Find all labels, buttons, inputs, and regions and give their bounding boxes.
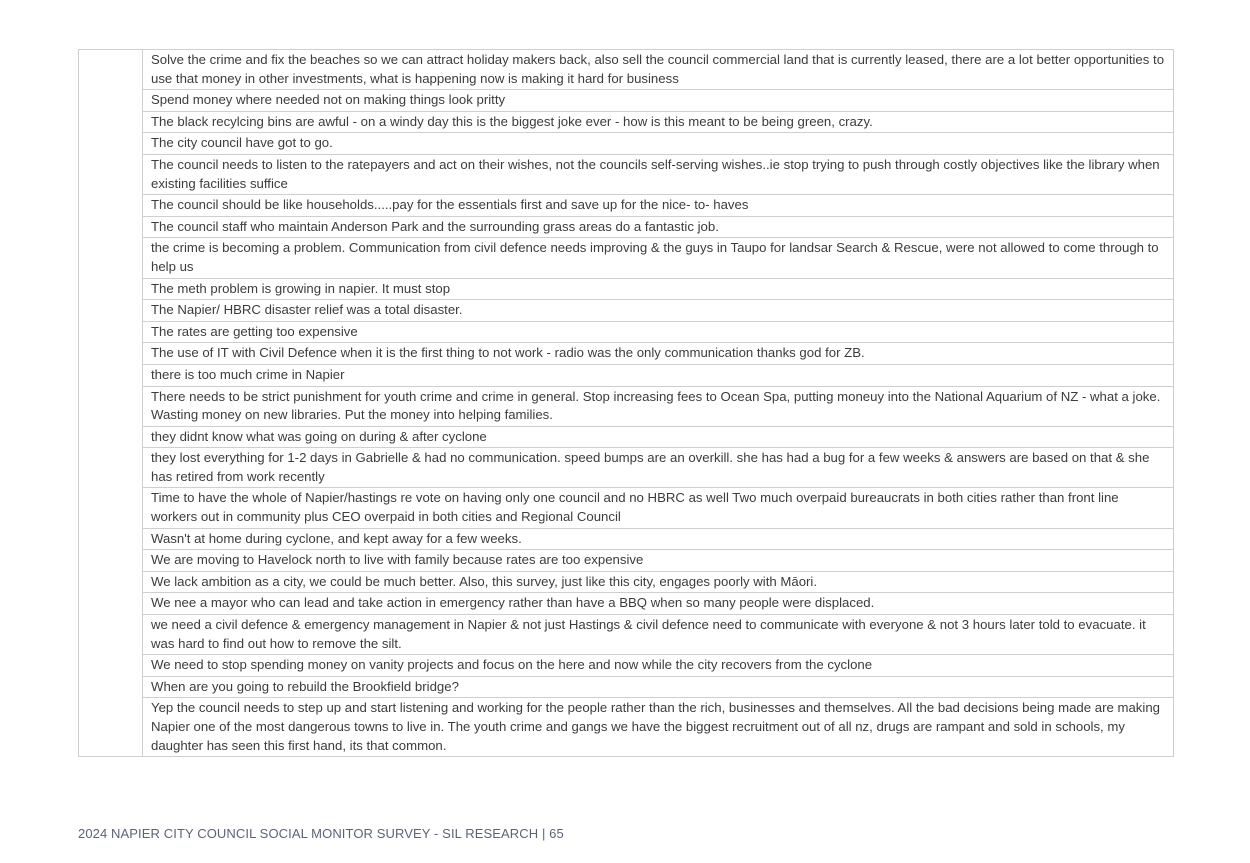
table-row: Solve the crime and fix the beaches so w… xyxy=(78,48,1174,758)
table-row: The council staff who maintain Anderson … xyxy=(79,215,1174,239)
comment-cell: We need to stop spending money on vanity… xyxy=(142,654,1174,677)
table-row: There needs to be strict punishment for … xyxy=(79,385,1174,427)
comment-cell: Time to have the whole of Napier/hasting… xyxy=(142,487,1174,529)
table-row: the crime is becoming a problem. Communi… xyxy=(79,237,1174,279)
table-row: Spend money where needed not on making t… xyxy=(79,89,1174,112)
table-row: The council needs to listen to the ratep… xyxy=(79,153,1174,196)
comment-cell: The council needs to listen to the ratep… xyxy=(142,153,1174,196)
table-row: The Napier/ HBRC disaster relief was a t… xyxy=(79,299,1174,322)
comment-cell: The council should be like households...… xyxy=(142,194,1174,217)
table-row: The black recylcing bins are awful - on … xyxy=(79,110,1174,134)
table-row: We need to stop spending money on vanity… xyxy=(79,654,1174,677)
comment-cell: The city council have got to go. xyxy=(142,132,1174,155)
comment-cell: we need a civil defence & emergency mana… xyxy=(142,614,1174,656)
row-label-cell xyxy=(78,48,143,758)
comment-cell: the crime is becoming a problem. Communi… xyxy=(142,237,1174,279)
comment-cell: Wasn't at home during cyclone, and kept … xyxy=(142,527,1174,551)
comment-cell: Solve the crime and fix the beaches so w… xyxy=(142,48,1174,91)
table-row: Time to have the whole of Napier/hasting… xyxy=(79,487,1174,529)
page-footer: 2024 NAPIER CITY COUNCIL SOCIAL MONITOR … xyxy=(78,826,564,841)
comment-cell: The meth problem is growing in napier. I… xyxy=(142,277,1174,301)
comments-table-body: Solve the crime and fix the beaches so w… xyxy=(78,48,1174,758)
table-row: they didnt know what was going on during… xyxy=(79,425,1174,449)
comment-cell: Yep the council needs to step up and sta… xyxy=(142,697,1174,758)
table-row: The rates are getting too expensive xyxy=(79,320,1174,344)
comment-cell: The council staff who maintain Anderson … xyxy=(142,215,1174,239)
table-row: we need a civil defence & emergency mana… xyxy=(79,614,1174,656)
comment-cell: The rates are getting too expensive xyxy=(142,320,1174,344)
comment-cell: there is too much crime in Napier xyxy=(142,363,1174,387)
comment-cell: they lost everything for 1-2 days in Gab… xyxy=(142,447,1174,489)
comment-cell: The Napier/ HBRC disaster relief was a t… xyxy=(142,299,1174,322)
comment-cell: they didnt know what was going on during… xyxy=(142,425,1174,449)
table-row: The city council have got to go. xyxy=(79,132,1174,155)
comment-cell: We are moving to Havelock north to live … xyxy=(142,549,1174,572)
table-row: We nee a mayor who can lead and take act… xyxy=(79,592,1174,616)
comment-cell: We nee a mayor who can lead and take act… xyxy=(142,592,1174,616)
comment-cell: The black recylcing bins are awful - on … xyxy=(142,110,1174,134)
table-row: there is too much crime in Napier xyxy=(79,363,1174,387)
comment-cell: Spend money where needed not on making t… xyxy=(142,89,1174,112)
comment-cell: There needs to be strict punishment for … xyxy=(142,385,1174,427)
table-row: they lost everything for 1-2 days in Gab… xyxy=(79,447,1174,489)
comment-cell: When are you going to rebuild the Brookf… xyxy=(142,675,1174,699)
table-row: The use of IT with Civil Defence when it… xyxy=(79,342,1174,365)
comment-cell: We lack ambition as a city, we could be … xyxy=(142,570,1174,594)
table-row: We lack ambition as a city, we could be … xyxy=(79,570,1174,594)
comments-table: Solve the crime and fix the beaches so w… xyxy=(78,48,1174,758)
table-row: The council should be like households...… xyxy=(79,194,1174,217)
table-row: Yep the council needs to step up and sta… xyxy=(79,697,1174,758)
table-row: When are you going to rebuild the Brookf… xyxy=(79,675,1174,699)
table-row: The meth problem is growing in napier. I… xyxy=(79,277,1174,301)
comment-cell: The use of IT with Civil Defence when it… xyxy=(142,342,1174,365)
table-row: Wasn't at home during cyclone, and kept … xyxy=(79,527,1174,551)
table-row: We are moving to Havelock north to live … xyxy=(79,549,1174,572)
